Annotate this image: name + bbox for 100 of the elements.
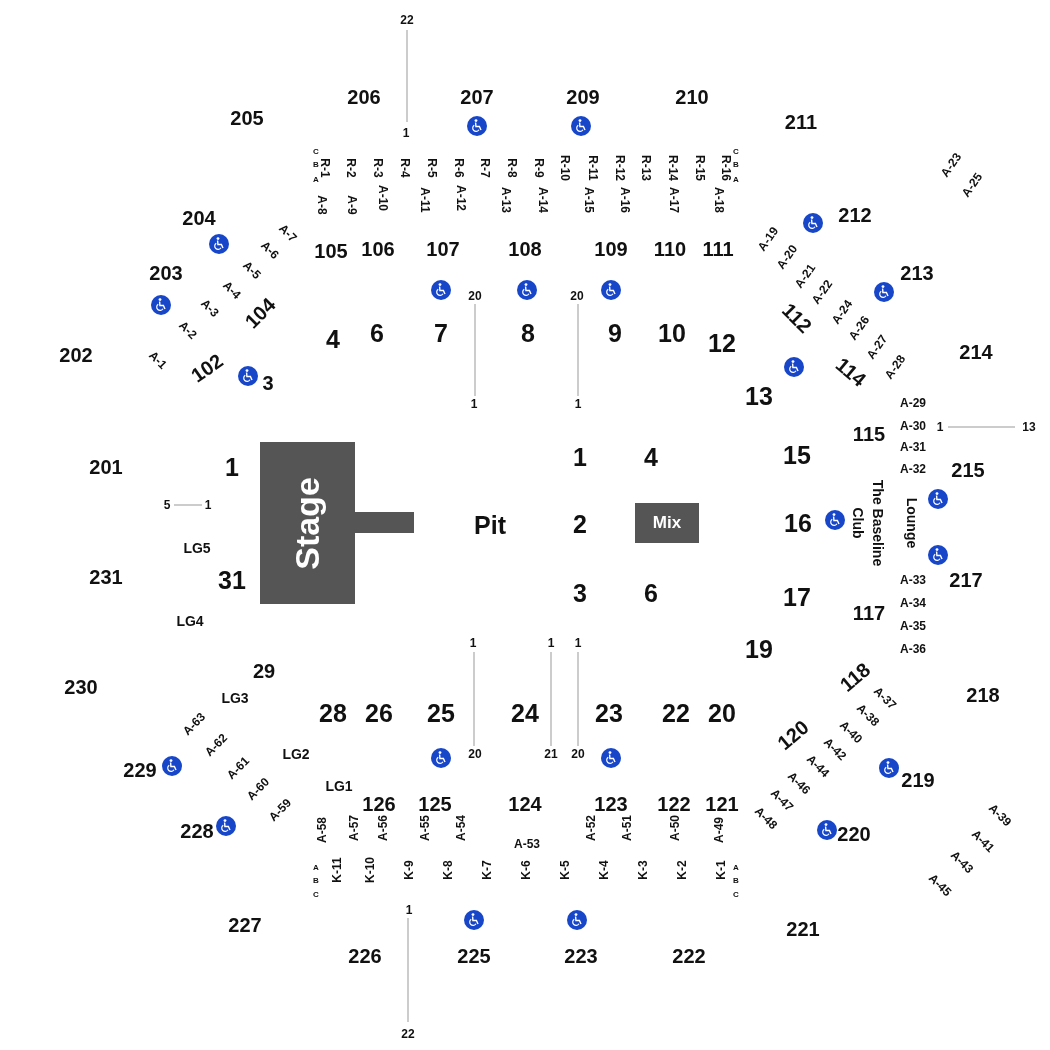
- seat-block-label: A-49: [713, 817, 725, 843]
- seat-block-label: R-16: [720, 155, 732, 181]
- seat-block-label: A-50: [669, 815, 681, 841]
- seat-block-label: A-35: [900, 620, 926, 632]
- seat-block-label: A-55: [419, 815, 431, 841]
- seat-block-label: R-10: [559, 155, 571, 181]
- row-number: 22: [400, 14, 414, 26]
- section-number: 3: [573, 580, 587, 606]
- seat-block-label: R-13: [640, 155, 652, 181]
- row-letter: B: [733, 877, 739, 885]
- seat-block-label: A-15: [583, 187, 595, 213]
- seat-block-label: K-1: [715, 860, 727, 880]
- section-number: 206: [347, 87, 381, 107]
- row-letter: A: [313, 176, 319, 184]
- section-number: 214: [959, 342, 993, 362]
- seat-block-label: A-11: [419, 187, 431, 213]
- lounge-label: The Baseline Club: [849, 478, 887, 569]
- seat-block-label: A-53: [514, 838, 540, 850]
- row-number: 20: [468, 748, 482, 760]
- section-number: 121: [705, 794, 739, 814]
- seat-block-label: A-30: [900, 420, 926, 432]
- row-number: 1: [204, 499, 212, 511]
- section-number: 26: [365, 700, 393, 726]
- mix-position: [635, 503, 699, 543]
- section-number: 8: [521, 320, 535, 346]
- section-number: 19: [745, 636, 773, 662]
- seat-block-label: R-2: [345, 158, 357, 178]
- row-number: 1: [936, 421, 944, 433]
- stage-label: Stage: [288, 476, 327, 570]
- section-number: 9: [608, 320, 622, 346]
- section-number: 22: [662, 700, 690, 726]
- section-number: 124: [508, 794, 542, 814]
- section-number: LG1: [325, 779, 353, 793]
- section-number: 209: [566, 87, 600, 107]
- seat-block-label: R-14: [667, 155, 679, 181]
- section-number: 105: [314, 241, 348, 261]
- seat-block-label: A-8: [316, 195, 328, 215]
- section-number: 230: [64, 677, 98, 697]
- seat-block-label: R-15: [694, 155, 706, 181]
- section-number: LG2: [282, 747, 310, 761]
- section-number: 17: [783, 584, 811, 610]
- seat-block-label: K-6: [520, 860, 532, 880]
- seat-block-label: K-7: [481, 860, 493, 880]
- seat-block-label: K-4: [598, 860, 610, 880]
- row-number: 1: [470, 398, 478, 410]
- section-number: 4: [644, 444, 658, 470]
- row-number: 21: [544, 748, 558, 760]
- section-number: 223: [564, 946, 598, 966]
- section-number: 107: [426, 239, 460, 259]
- row-letter: B: [733, 161, 739, 169]
- seat-block-label: A-51: [621, 815, 633, 841]
- seat-block-label: A-54: [455, 815, 467, 841]
- section-number: 207: [460, 87, 494, 107]
- section-number: 4: [326, 326, 340, 352]
- section-number: 203: [149, 263, 183, 283]
- section-number: 228: [180, 821, 214, 841]
- row-letter: A: [313, 864, 319, 872]
- section-number: 23: [595, 700, 623, 726]
- section-number: 227: [228, 915, 262, 935]
- seat-block-label: A-1: [146, 348, 170, 372]
- section-number: 15: [783, 442, 811, 468]
- section-number: 117: [852, 603, 886, 623]
- row-number: 1: [547, 637, 555, 649]
- section-number: 106: [361, 239, 395, 259]
- section-number: LG4: [176, 614, 204, 628]
- section-number: 120: [773, 716, 813, 754]
- row-number: 20: [571, 748, 585, 760]
- section-number: 210: [675, 87, 709, 107]
- section-number: 25: [427, 700, 455, 726]
- section-number: 102: [187, 350, 227, 386]
- row-number: 1: [574, 637, 582, 649]
- section-number: 10: [658, 320, 686, 346]
- seat-block-label: K-8: [442, 860, 454, 880]
- section-number: 118: [836, 658, 874, 696]
- section-number: 104: [241, 294, 279, 332]
- section-number: 1: [225, 454, 239, 480]
- section-number: 222: [672, 946, 706, 966]
- row-number: 1: [402, 127, 410, 139]
- seat-block-label: A-31: [900, 441, 926, 453]
- seat-block-label: R-8: [506, 158, 518, 178]
- section-number: 7: [434, 320, 448, 346]
- section-number: 231: [89, 567, 123, 587]
- row-number: 1: [405, 904, 413, 916]
- section-number: 3: [262, 373, 274, 393]
- seat-block-label: K-2: [676, 860, 688, 880]
- row-letter: B: [313, 161, 319, 169]
- seat-block-label: A-57: [348, 815, 360, 841]
- seat-block-label: A-58: [316, 817, 328, 843]
- seat-block-label: A-9: [346, 195, 358, 215]
- section-number: Pit: [474, 512, 506, 538]
- seat-block-label: R-5: [426, 158, 438, 178]
- seat-block-label: R-12: [614, 155, 626, 181]
- mix-label: Mix: [652, 513, 682, 533]
- section-number: 28: [319, 700, 347, 726]
- section-number: 225: [457, 946, 491, 966]
- section-number: LG3: [221, 691, 249, 705]
- seat-block-label: R-3: [372, 158, 384, 178]
- section-number: 20: [708, 700, 736, 726]
- section-number: 219: [901, 770, 935, 790]
- section-number: 6: [644, 580, 658, 606]
